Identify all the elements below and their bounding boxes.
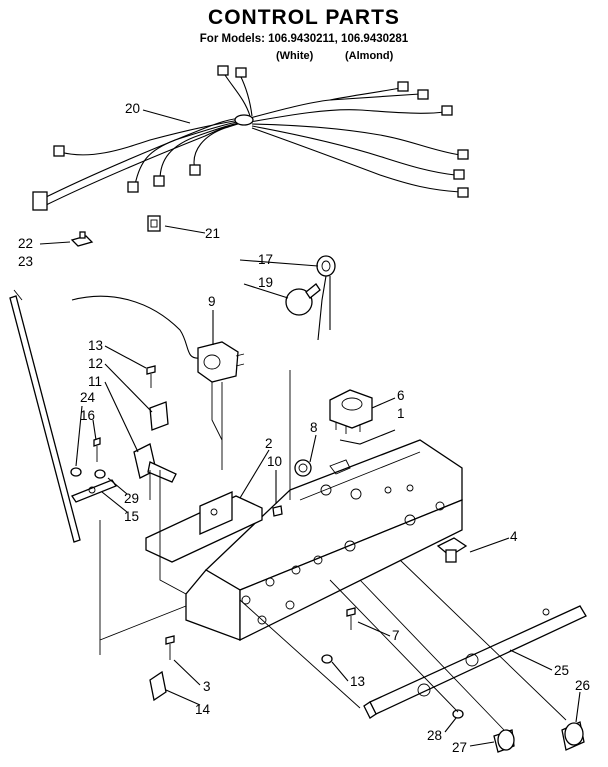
callout-labels: 20 21 22 23 17 19 9 13 12 11 24 16 6 1 8… (18, 101, 590, 755)
part-3-screw (165, 635, 175, 660)
part-17-light-socket (316, 255, 336, 341)
color-almond-label: (Almond) (345, 50, 394, 62)
alignment-lines (99, 370, 567, 731)
callout-17: 17 (258, 252, 273, 267)
callout-23: 23 (18, 254, 33, 269)
callout-16: 16 (80, 408, 95, 423)
callout-9: 9 (208, 294, 216, 309)
part-22-bracket (70, 231, 94, 247)
part-8-knob (294, 459, 312, 477)
part-24-washer (70, 467, 82, 477)
part-10-screw (272, 505, 283, 517)
callout-3: 3 (203, 679, 211, 694)
callout-13-top: 13 (88, 338, 103, 353)
part-12-clip (149, 401, 169, 431)
part-27-knob (493, 729, 515, 753)
part-6-switch (329, 389, 373, 434)
callout-21: 21 (205, 226, 220, 241)
callout-22: 22 (18, 236, 33, 251)
part-13-screw-bottom (321, 654, 333, 664)
callout-26: 26 (575, 678, 590, 693)
part-1-control-housing (185, 439, 463, 642)
part-23-rod (9, 289, 81, 543)
diagram-title: CONTROL PARTS (208, 6, 400, 29)
callout-20: 20 (125, 101, 140, 116)
callout-29: 29 (124, 491, 139, 506)
callout-11: 11 (88, 374, 102, 389)
callout-4: 4 (510, 529, 518, 544)
part-21-clip (147, 215, 161, 232)
callout-10: 10 (267, 454, 282, 469)
part-29-washer (94, 469, 106, 479)
color-white-label: (White) (276, 50, 314, 62)
callout-7: 7 (392, 628, 400, 643)
callout-2: 2 (265, 436, 273, 451)
callout-14: 14 (195, 702, 211, 717)
callout-28: 28 (427, 728, 442, 743)
part-16-screw (93, 437, 101, 462)
part-4-sensor (436, 537, 468, 563)
part-9-thermostat (71, 295, 245, 470)
models-line: For Models: 106.9430211, 106.9430281 (199, 33, 409, 45)
part-25-control-panel (363, 605, 587, 719)
callout-13-bottom: 13 (350, 674, 365, 689)
callout-27: 27 (452, 740, 467, 755)
part-13-screw-top (146, 365, 156, 388)
part-7-screw (346, 607, 356, 630)
leader-lines (39, 109, 581, 747)
part-2-bracket (145, 491, 263, 563)
part-19-light-bulb (285, 283, 321, 316)
part-26-knob (561, 721, 585, 751)
part-14-clip (149, 670, 167, 702)
part-15-lever (71, 479, 117, 503)
callout-25: 25 (554, 663, 569, 678)
callout-8: 8 (310, 420, 318, 435)
callout-12: 12 (88, 356, 103, 371)
part-28-washer (452, 709, 464, 719)
callout-24: 24 (80, 390, 96, 405)
callout-1: 1 (397, 406, 405, 421)
callout-15: 15 (124, 509, 139, 524)
wire-harness (32, 65, 469, 211)
part-11-valve (133, 443, 177, 500)
callout-19: 19 (258, 275, 273, 290)
callout-6: 6 (397, 388, 405, 403)
